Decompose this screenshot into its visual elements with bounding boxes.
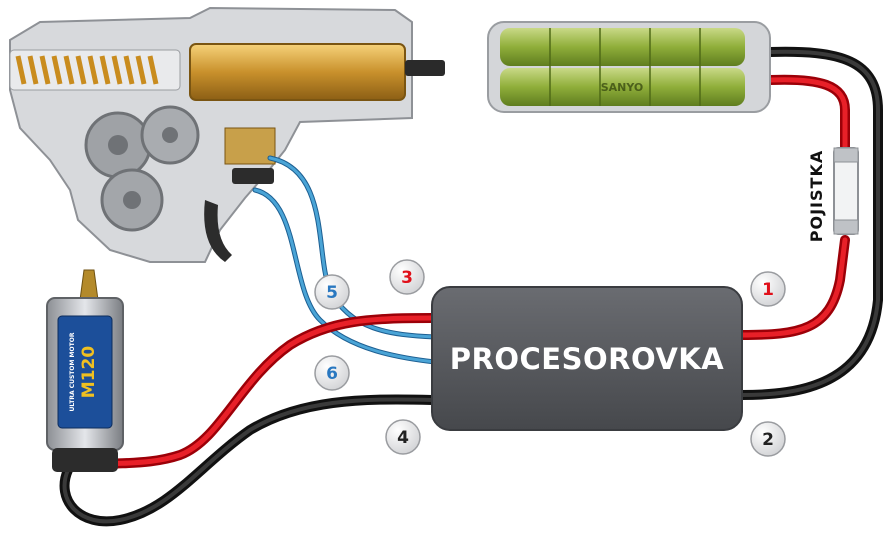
fuse-label: POJISTKA [807, 150, 826, 242]
badge-2-number: 2 [762, 430, 774, 450]
wire-1-lower-core [739, 237, 848, 338]
processor-box [431, 286, 743, 431]
processor-label: PROCESOROVKA [450, 342, 724, 376]
switch-contacts [224, 127, 276, 165]
power-wires [95, 74, 850, 470]
wire-4-highlight [62, 397, 434, 524]
badge-1-number: 1 [762, 280, 774, 300]
badge-2: 2 [750, 421, 786, 457]
badge-4: 4 [385, 419, 421, 455]
wire-1-upper-core [767, 77, 848, 153]
cell-dividers [549, 28, 701, 106]
motor-sticker-main: M120 [79, 346, 99, 399]
battery: SANYO [487, 21, 771, 113]
battery-cells-bottom [500, 68, 745, 106]
gold-cylinder [189, 43, 406, 101]
badge-5: 5 [314, 274, 350, 310]
trigger [204, 200, 232, 262]
badge-4-number: 4 [397, 428, 409, 448]
motor-sticker-sub: ULTRA CUSTOM MOTOR [69, 332, 76, 411]
motor: M120 ULTRA CUSTOM MOTOR [46, 269, 124, 472]
pinion-gear [79, 269, 99, 301]
ground-wires [59, 46, 883, 527]
badge-6-number: 6 [326, 364, 338, 384]
fuse: POJISTKA [807, 147, 859, 242]
nozzle [405, 60, 445, 76]
gearbox [9, 6, 445, 263]
wire-2-highlight [740, 49, 880, 397]
badge-1: 1 [750, 271, 786, 307]
badge-3-number: 3 [401, 268, 413, 288]
badge-3: 3 [389, 259, 425, 295]
wire-6 [253, 188, 437, 364]
processor-unit: PROCESOROVKA [431, 286, 743, 431]
motor-sticker [57, 315, 113, 429]
wire-3-core [97, 315, 435, 468]
trigger-switch [232, 168, 274, 184]
motor-endcap [52, 448, 118, 472]
spring [15, 55, 159, 85]
badge-5-number: 5 [326, 283, 338, 303]
wire-3 [95, 313, 437, 470]
battery-cells-top [500, 28, 745, 66]
badge-6: 6 [314, 355, 350, 391]
battery-brand: SANYO [601, 81, 644, 94]
